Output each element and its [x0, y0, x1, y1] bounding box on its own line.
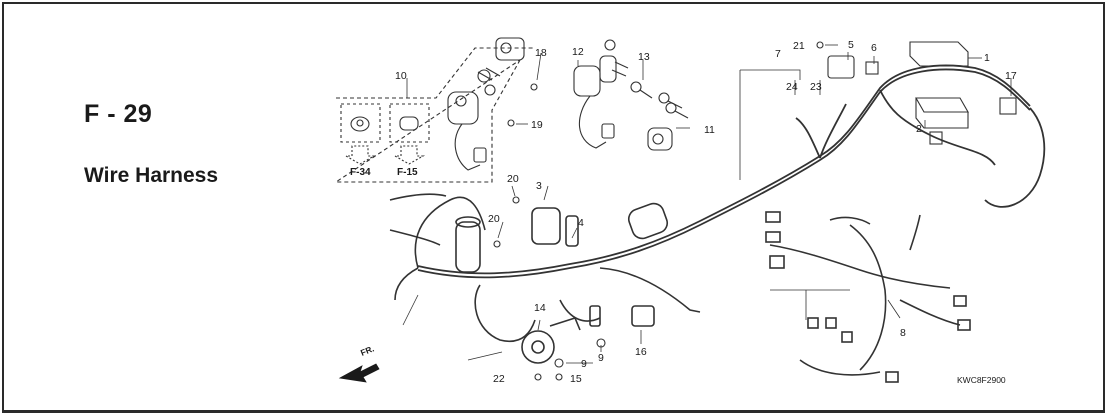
bolt-21: [816, 41, 824, 49]
plug-cap-4: [565, 215, 579, 247]
unit-2: [915, 97, 969, 129]
callout-19: 19: [531, 119, 543, 131]
callout-15: 15: [570, 373, 582, 385]
callout-5: 5: [848, 39, 854, 51]
optional-parts-group: [334, 47, 535, 183]
option-part-left: [350, 116, 370, 132]
relay-5: [827, 55, 855, 79]
cover-1: [909, 41, 969, 67]
switch-assembly-12: [573, 39, 629, 149]
main-harness: [417, 64, 1046, 279]
bolt-20a: [512, 196, 520, 204]
sub-harness-8: [765, 211, 971, 383]
left-harness: [389, 193, 701, 364]
callout-16: 16: [635, 346, 647, 358]
option-part-right: [399, 116, 419, 131]
bolts: [493, 41, 824, 381]
relay-17: [999, 97, 1017, 115]
direction-label: FR.: [359, 343, 375, 357]
bolt-18: [530, 83, 538, 91]
option-box-right: [389, 103, 430, 143]
callout-7: 7: [775, 48, 781, 60]
bolt-19: [507, 119, 515, 127]
key-set: [630, 81, 689, 151]
connector-16: [631, 305, 655, 327]
callout-20: 20: [507, 173, 519, 185]
drawing-code: KWC8F2900: [957, 375, 1006, 385]
ignition-coil-3: [531, 207, 561, 245]
callout-8: 8: [900, 327, 906, 339]
callout-9: 9: [581, 358, 587, 370]
ignition-switch: [447, 37, 525, 171]
callout-13: 13: [638, 51, 650, 63]
page-title: Wire Harness: [84, 164, 219, 187]
horn-14: [521, 330, 555, 364]
callout-10: 10: [395, 70, 407, 82]
connector-6: [865, 61, 879, 75]
callout-17: 17: [1005, 70, 1017, 82]
relay-parts: [827, 41, 1017, 145]
front-direction-arrow: FR.: [338, 343, 380, 383]
bolt-20b: [493, 240, 501, 248]
arrow-down-icon: [343, 145, 377, 165]
page-id: F - 29: [84, 100, 153, 128]
arrow-down-icon: [392, 145, 426, 165]
callout-12: 12: [572, 46, 584, 58]
callout-21: 21: [793, 40, 805, 52]
cross-ref-label: F-34: [350, 167, 371, 178]
callout-14: 14: [534, 302, 546, 314]
cross-ref-label: F-15: [397, 167, 418, 178]
bolt-22: [534, 373, 542, 381]
callout-1: 1: [984, 52, 990, 64]
washer-9a: [554, 358, 564, 368]
bottom-rule: [2, 410, 1105, 413]
coil-right: [627, 202, 669, 240]
callout-23: 23: [810, 81, 822, 93]
callout-20: 20: [488, 213, 500, 225]
callout-4: 4: [578, 217, 584, 229]
callout-2: 2: [916, 123, 922, 135]
callout-22: 22: [493, 373, 505, 385]
callout-9: 9: [598, 352, 604, 364]
callout-6: 6: [871, 42, 877, 54]
callout-3: 3: [536, 180, 542, 192]
leader-lines: [402, 44, 1012, 364]
nut-15: [555, 373, 563, 381]
callout-24: 24: [786, 81, 798, 93]
callout-11: 11: [704, 124, 715, 136]
coil-left: [455, 221, 481, 273]
option-box-left: [340, 103, 381, 143]
callout-18: 18: [535, 47, 547, 59]
